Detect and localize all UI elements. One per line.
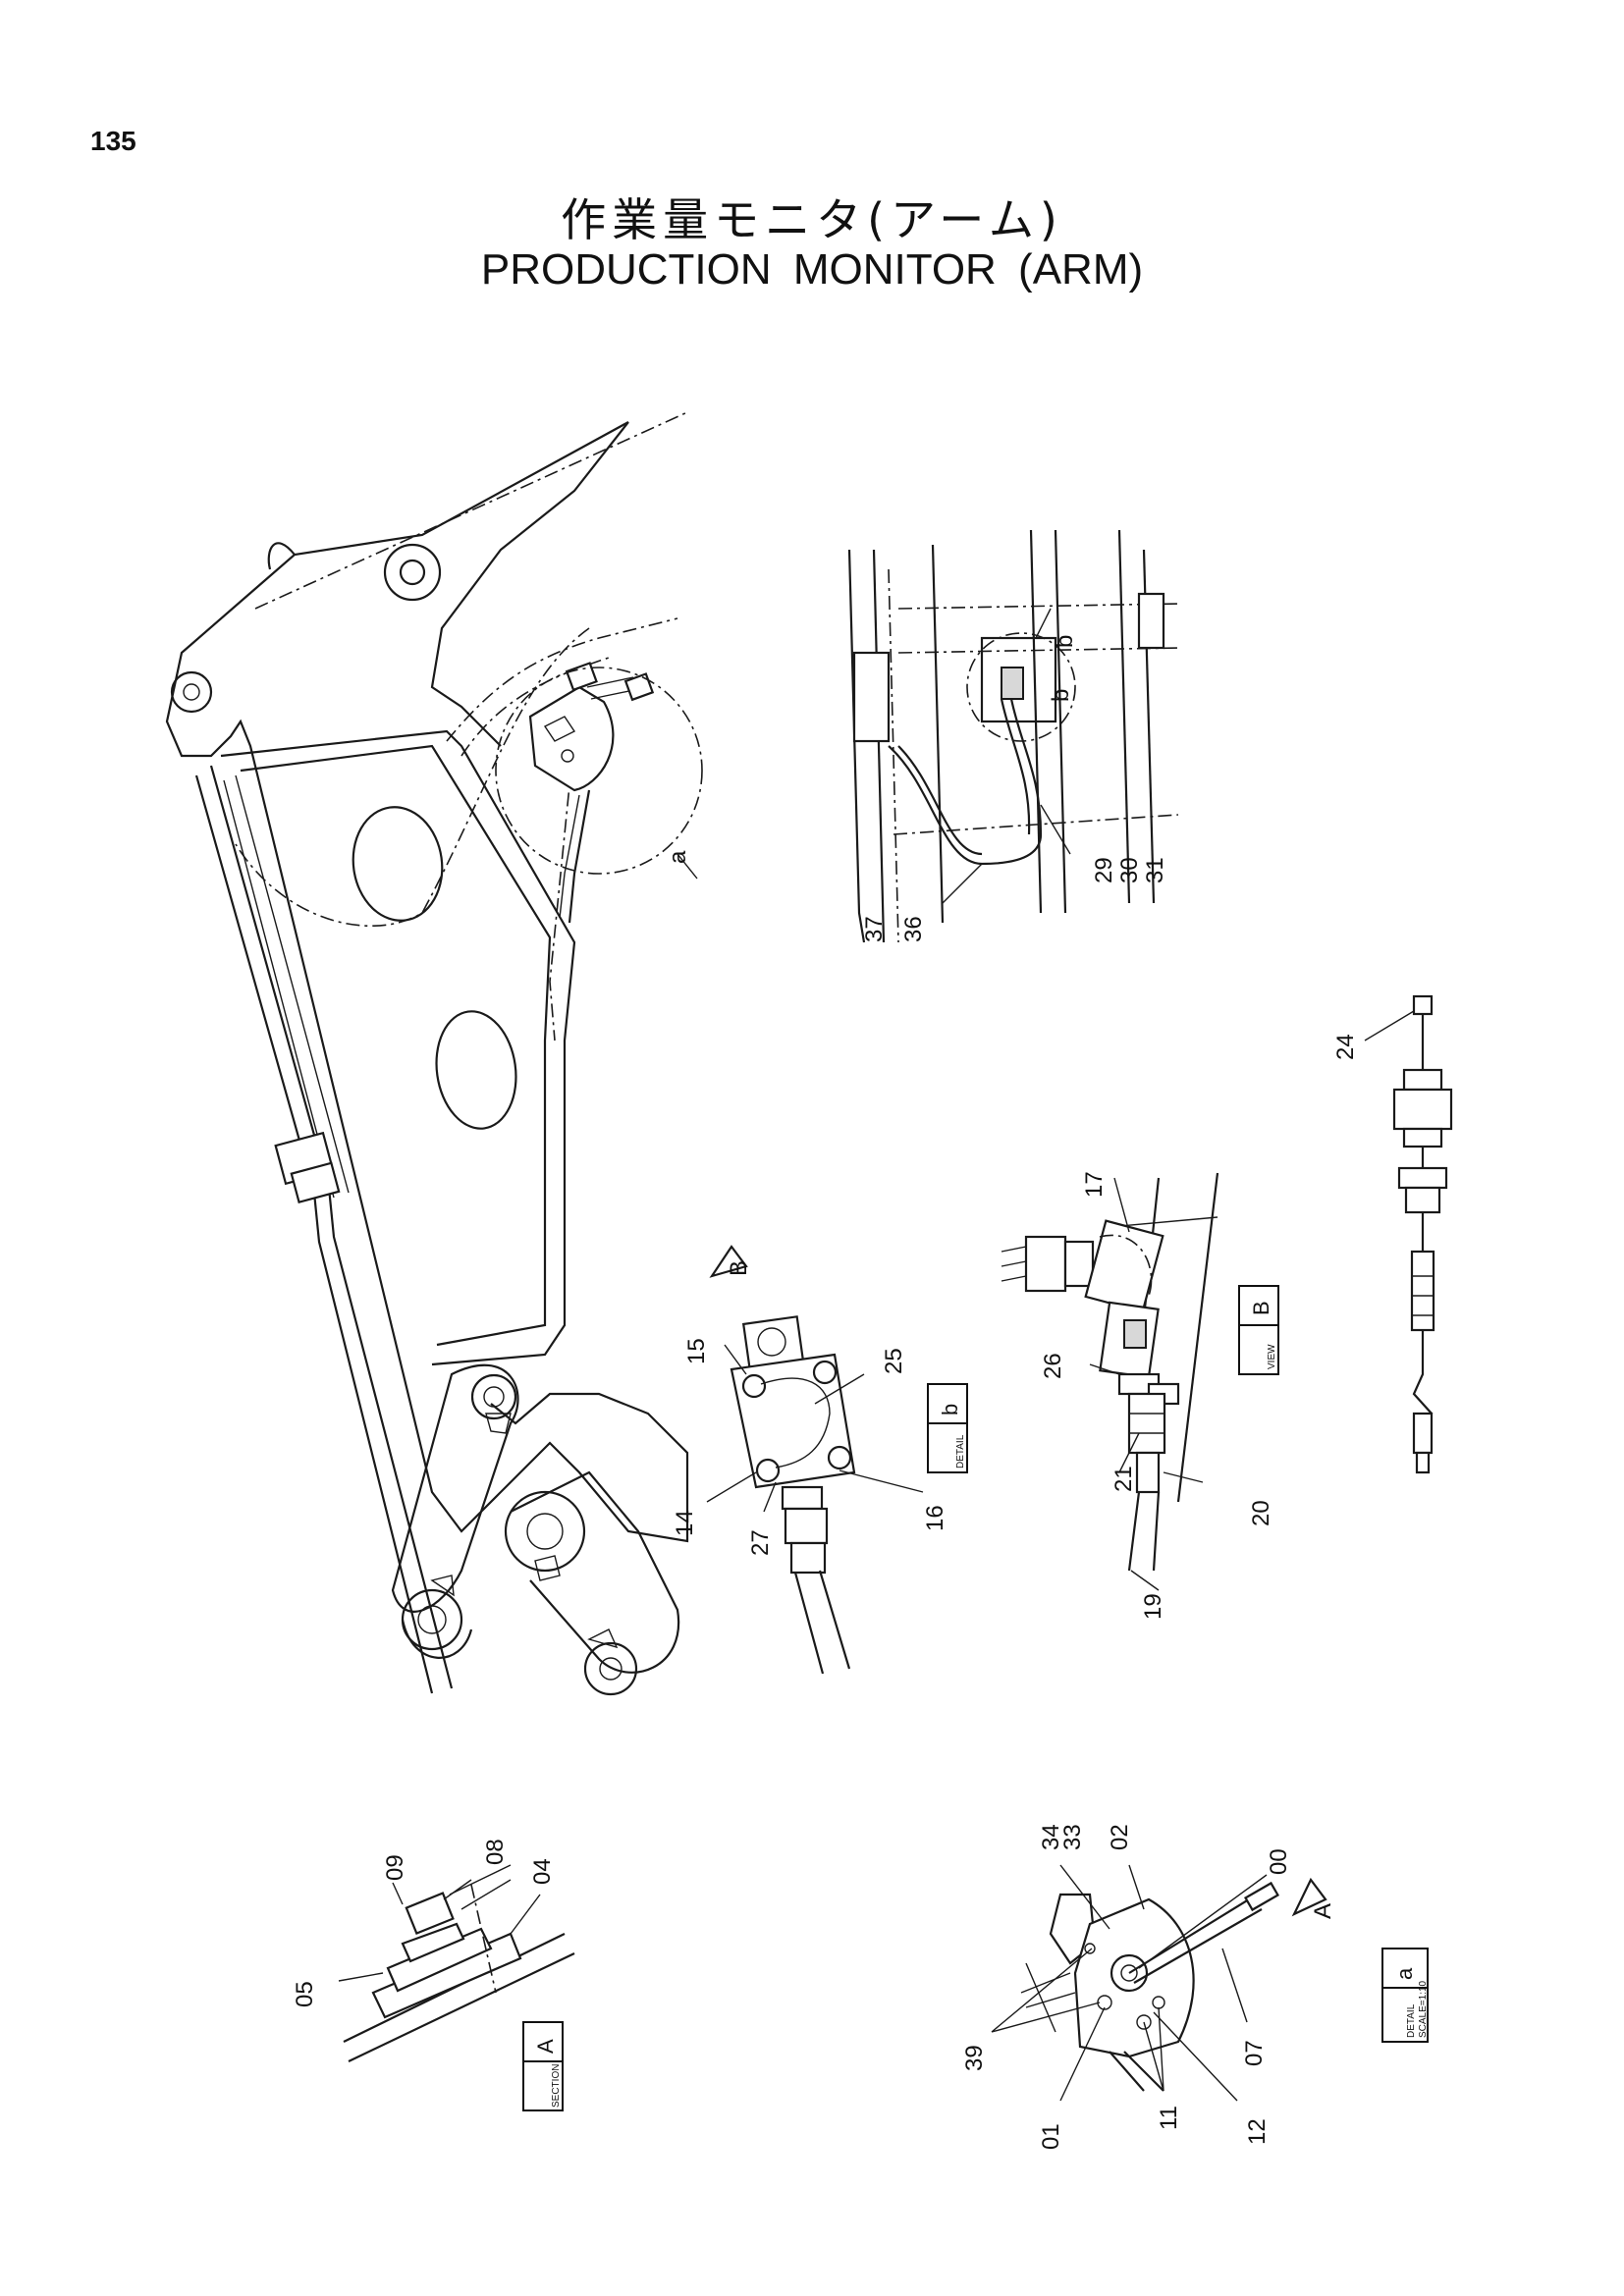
callout-09: 09 <box>382 1854 408 1881</box>
callout-29: 29 <box>1091 857 1117 883</box>
callout-37: 37 <box>861 916 888 942</box>
callout-07: 07 <box>1241 2040 1268 2066</box>
detail-a-drawing: A 34 33 02 00 39 07 01 11 12 a DETAIL SC… <box>961 1824 1429 2150</box>
callout-15: 15 <box>683 1338 710 1364</box>
callout-26: 26 <box>1040 1353 1066 1379</box>
frame-detail: b b 29 30 31 37 36 <box>847 529 1179 943</box>
callout-34: 34 <box>1038 1824 1064 1850</box>
callout-02: 02 <box>1107 1824 1133 1850</box>
callout-19: 19 <box>1140 1593 1166 1620</box>
page-number: 135 <box>90 126 136 156</box>
callout-14: 14 <box>672 1510 698 1536</box>
view-b-drawing: 17 26 21 20 19 B VIEW <box>1001 1171 1279 1620</box>
detail-a-letter: a <box>1392 1967 1417 1980</box>
callout-16: 16 <box>922 1505 948 1531</box>
callout-36: 36 <box>900 916 927 942</box>
callout-04: 04 <box>529 1858 556 1885</box>
callout-20: 20 <box>1248 1500 1274 1526</box>
callout-b-top: b <box>1052 635 1078 648</box>
callout-A-arrow: A <box>1310 1903 1336 1919</box>
detail-b-label: DETAIL <box>955 1434 966 1468</box>
page-title-japanese: 作業量モニタ(アーム) <box>561 193 1063 246</box>
callout-B-arrow: B <box>726 1260 752 1276</box>
callout-27: 27 <box>747 1529 774 1556</box>
view-b-letter: B <box>1249 1301 1273 1315</box>
callout-30: 30 <box>1116 857 1143 883</box>
callout-b-lower: b <box>1048 689 1074 702</box>
callout-00: 00 <box>1266 1848 1292 1875</box>
section-a-drawing: 09 08 04 05 A SECTION <box>292 1839 575 2111</box>
callout-a: a <box>665 850 691 864</box>
callout-33: 33 <box>1059 1824 1086 1850</box>
callout-12: 12 <box>1244 2118 1271 2145</box>
detail-b-letter: b <box>938 1404 962 1415</box>
section-a-label: SECTION <box>551 2064 562 2108</box>
callout-21: 21 <box>1110 1466 1137 1492</box>
arm-assembly: a <box>165 411 703 1696</box>
callout-39: 39 <box>961 2045 988 2071</box>
view-b-label: VIEW <box>1267 1344 1277 1369</box>
detail-b-drawing: B 15 25 14 27 16 b DETAIL <box>672 1245 968 1675</box>
detail-a-label: DETAIL <box>1406 2003 1417 2038</box>
callout-25: 25 <box>881 1348 907 1374</box>
callout-11: 11 <box>1156 2106 1182 2130</box>
section-a-letter: A <box>533 2039 558 2054</box>
callout-31: 31 <box>1142 857 1168 883</box>
callout-01: 01 <box>1038 2123 1064 2150</box>
callout-05: 05 <box>292 1981 318 2007</box>
callout-24: 24 <box>1332 1034 1359 1060</box>
callout-17: 17 <box>1081 1171 1108 1198</box>
detail-a-scale: SCALE=1:10 <box>1418 1980 1429 2038</box>
cable-assembly-24: 24 <box>1332 994 1453 1474</box>
callout-08: 08 <box>482 1839 509 1865</box>
page-title-english: PRODUCTION MONITOR (ARM) <box>480 245 1144 294</box>
